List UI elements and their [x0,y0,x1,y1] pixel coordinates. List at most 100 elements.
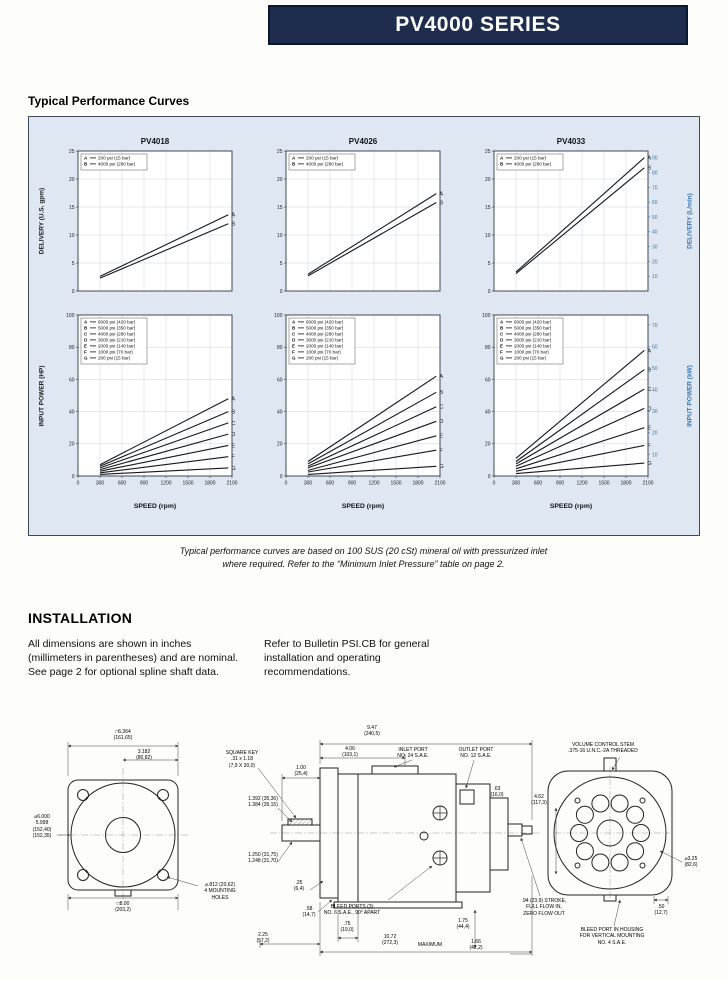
svg-text:20: 20 [485,442,491,448]
svg-text:5000 psi (350 bar): 5000 psi (350 bar) [98,326,136,331]
svg-text:F: F [500,350,503,355]
curves-caption-line2: where required. Refer to the “Minimum In… [222,558,505,569]
dim-label-dim-462: 4.62(117,3) [531,794,547,807]
svg-text:20: 20 [485,177,491,183]
svg-text:6000 psi (420 bar): 6000 psi (420 bar) [98,320,136,325]
svg-text:20: 20 [277,177,283,183]
svg-text:B: B [500,326,504,331]
svg-text:3000 psi (210 bar): 3000 psi (210 bar) [98,338,136,343]
svg-text:E: E [439,434,443,440]
svg-text:6000 psi (420 bar): 6000 psi (420 bar) [306,320,344,325]
svg-text:C: C [292,332,296,337]
svg-text:4000 psi (280 bar): 4000 psi (280 bar) [98,332,136,337]
svg-text:0: 0 [280,289,283,295]
dim-label-stroke-note: .94 (23,9) STROKE,FULL FLOW IN,ZERO FLOW… [521,898,567,917]
svg-text:200 psi (15 bar): 200 psi (15 bar) [306,156,339,161]
svg-text:4000 psi (280 bar): 4000 psi (280 bar) [306,162,344,167]
svg-text:B: B [84,162,88,167]
series-title-banner: PV4000 SERIES [268,5,688,45]
svg-text:1000 psi (70 bar): 1000 psi (70 bar) [514,350,549,355]
svg-text:70: 70 [652,185,658,191]
svg-text:600: 600 [118,481,127,487]
svg-text:F: F [439,448,443,454]
svg-text:1000 psi (70 bar): 1000 psi (70 bar) [306,350,341,355]
svg-text:200 psi (15 bar): 200 psi (15 bar) [98,356,131,361]
svg-text:20: 20 [652,259,658,265]
svg-text:900: 900 [556,481,565,487]
svg-text:100: 100 [274,313,283,319]
svg-text:80: 80 [69,345,75,351]
svg-text:D: D [231,432,235,438]
installation-note-right: Refer to Bulletin PSI.CB for general ins… [264,638,430,678]
svg-text:D: D [500,338,504,343]
svg-text:600: 600 [326,481,335,487]
svg-text:80: 80 [277,345,283,351]
dim-label-square-key: SQUARE KEY.31 x 1.18(7,9 X 30,0) [225,750,259,769]
svg-text:C: C [231,421,235,427]
svg-text:40: 40 [485,410,491,416]
centerlines [56,766,670,902]
svg-text:C: C [439,405,443,411]
dim-label-dim-947: 9.47(240,5) [364,725,380,738]
svg-text:A: A [84,320,88,325]
svg-text:600: 600 [534,481,543,487]
svg-text:D: D [84,338,88,343]
svg-text:1200: 1200 [368,481,379,487]
svg-text:F: F [292,350,295,355]
svg-text:G: G [439,464,443,470]
svg-text:A: A [439,191,443,197]
rear-view [547,757,673,902]
svg-text:900: 900 [140,481,149,487]
svg-text:B: B [647,166,651,172]
svg-text:200 psi (15 bar): 200 psi (15 bar) [306,356,339,361]
curves-caption: Typical performance curves are based on … [0,545,727,570]
svg-text:B: B [84,326,88,331]
svg-text:50: 50 [652,215,658,221]
svg-text:60: 60 [69,377,75,383]
dim-label-maximum: MAXIMUM [417,942,443,948]
svg-text:G: G [292,356,296,361]
svg-text:50: 50 [652,366,658,372]
svg-text:300: 300 [96,481,105,487]
svg-text:B: B [647,368,651,374]
svg-text:PV4026: PV4026 [349,137,378,146]
svg-text:B: B [439,390,443,396]
svg-text:20: 20 [69,442,75,448]
svg-text:40: 40 [277,410,283,416]
svg-text:1200: 1200 [160,481,171,487]
dim-label-dim-58: .58(14,7) [302,906,316,919]
svg-text:B: B [500,162,504,167]
dim-label-dim-1250: 1.250 (31,75)1.248 (31,70) [248,852,278,865]
svg-text:F: F [647,443,651,449]
dim-label-flange-square: □8.00(203,2) [115,901,131,914]
svg-text:5: 5 [72,261,75,267]
svg-text:0: 0 [285,481,288,487]
svg-text:4000 psi (280 bar): 4000 psi (280 bar) [98,162,136,167]
svg-text:SPEED (rpm): SPEED (rpm) [342,503,384,510]
svg-text:0: 0 [488,474,491,480]
installation-heading: INSTALLATION [28,610,133,626]
svg-text:A: A [500,320,504,325]
svg-text:E: E [84,344,87,349]
svg-text:100: 100 [66,313,75,319]
svg-text:0: 0 [280,474,283,480]
svg-text:15: 15 [277,205,283,211]
svg-text:2000 psi (140 bar): 2000 psi (140 bar) [306,344,344,349]
svg-text:6000 psi (420 bar): 6000 psi (420 bar) [514,320,552,325]
svg-text:PV4033: PV4033 [557,137,586,146]
svg-text:40: 40 [69,410,75,416]
svg-text:SPEED (rpm): SPEED (rpm) [550,503,592,510]
dim-label-dim-1392: 1.392 (35,36)1.384 (35,15) [248,796,278,809]
svg-text:20: 20 [652,431,658,437]
svg-text:1500: 1500 [182,481,193,487]
